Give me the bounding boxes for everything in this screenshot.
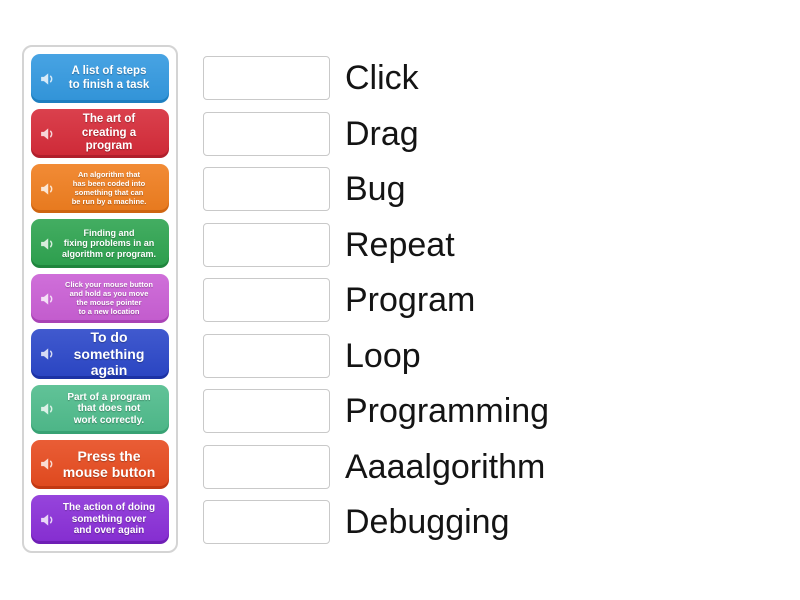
speaker-icon	[39, 290, 56, 307]
definition-text: Part of a program that does not work cor…	[67, 391, 151, 427]
answer-label: Repeat	[345, 225, 455, 264]
match-row: Aaaalgorithm	[203, 444, 549, 489]
definition-card[interactable]: A list of steps to finish a task	[31, 54, 169, 104]
definition-card[interactable]: Finding and fixing problems in an algori…	[31, 219, 169, 269]
answer-dropzone[interactable]	[203, 56, 330, 100]
answer-dropzone[interactable]	[203, 500, 330, 544]
match-row: Bug	[203, 167, 549, 211]
answer-dropzone[interactable]	[203, 278, 330, 322]
speaker-icon	[39, 511, 56, 528]
match-row: Debugging	[203, 500, 549, 544]
speaker-icon	[39, 235, 56, 252]
answers-panel: Click Drag Bug Repeat Program Loop Progr…	[203, 56, 549, 556]
definition-card[interactable]: The art of creating a program	[31, 109, 169, 159]
definition-card[interactable]: Part of a program that does not work cor…	[31, 384, 169, 434]
match-row: Repeat	[203, 222, 549, 267]
match-row: Click	[203, 56, 549, 100]
definition-card[interactable]: To do something again	[31, 329, 169, 379]
definitions-panel: A list of steps to finish a task The art…	[22, 45, 178, 553]
answer-label: Loop	[345, 336, 421, 375]
answer-label: Click	[345, 59, 419, 97]
answer-label: Programming	[345, 392, 550, 430]
match-row: Loop	[203, 333, 549, 378]
speaker-icon	[39, 125, 56, 142]
answer-label: Drag	[345, 114, 419, 153]
definition-text: Click your mouse button and hold as you …	[65, 280, 153, 316]
answer-label: Aaaalgorithm	[345, 447, 546, 486]
answer-dropzone[interactable]	[203, 167, 330, 211]
answer-dropzone[interactable]	[203, 111, 330, 156]
definition-card[interactable]: Press the mouse button	[31, 439, 169, 489]
definition-text: Finding and fixing problems in an algori…	[61, 227, 156, 260]
definition-text: A list of steps to finish a task	[68, 64, 150, 91]
speaker-icon	[39, 180, 56, 197]
definition-text: The action of doing something over and o…	[62, 501, 156, 537]
answer-label: Bug	[345, 170, 406, 208]
speaker-icon	[39, 401, 56, 418]
match-row: Programming	[203, 389, 549, 433]
definition-card[interactable]: The action of doing something over and o…	[31, 494, 169, 545]
answer-dropzone[interactable]	[203, 444, 330, 489]
definition-text: An algorithm that has been coded into so…	[71, 169, 147, 206]
answer-dropzone[interactable]	[203, 333, 330, 378]
definition-card[interactable]: Click your mouse button and hold as you …	[31, 274, 169, 324]
definition-text: The art of creating a program	[81, 113, 137, 153]
definition-card[interactable]: An algorithm that has been coded into so…	[31, 164, 169, 214]
answer-label: Program	[345, 281, 476, 319]
speaker-icon	[39, 70, 56, 87]
definition-text: Press the mouse button	[62, 447, 156, 481]
match-row: Program	[203, 278, 549, 322]
answer-label: Debugging	[345, 503, 510, 541]
match-row: Drag	[203, 111, 549, 156]
answer-dropzone[interactable]	[203, 389, 330, 433]
speaker-icon	[39, 346, 56, 363]
speaker-icon	[39, 456, 56, 473]
answer-dropzone[interactable]	[203, 222, 330, 267]
definition-text: To do something again	[73, 329, 145, 379]
